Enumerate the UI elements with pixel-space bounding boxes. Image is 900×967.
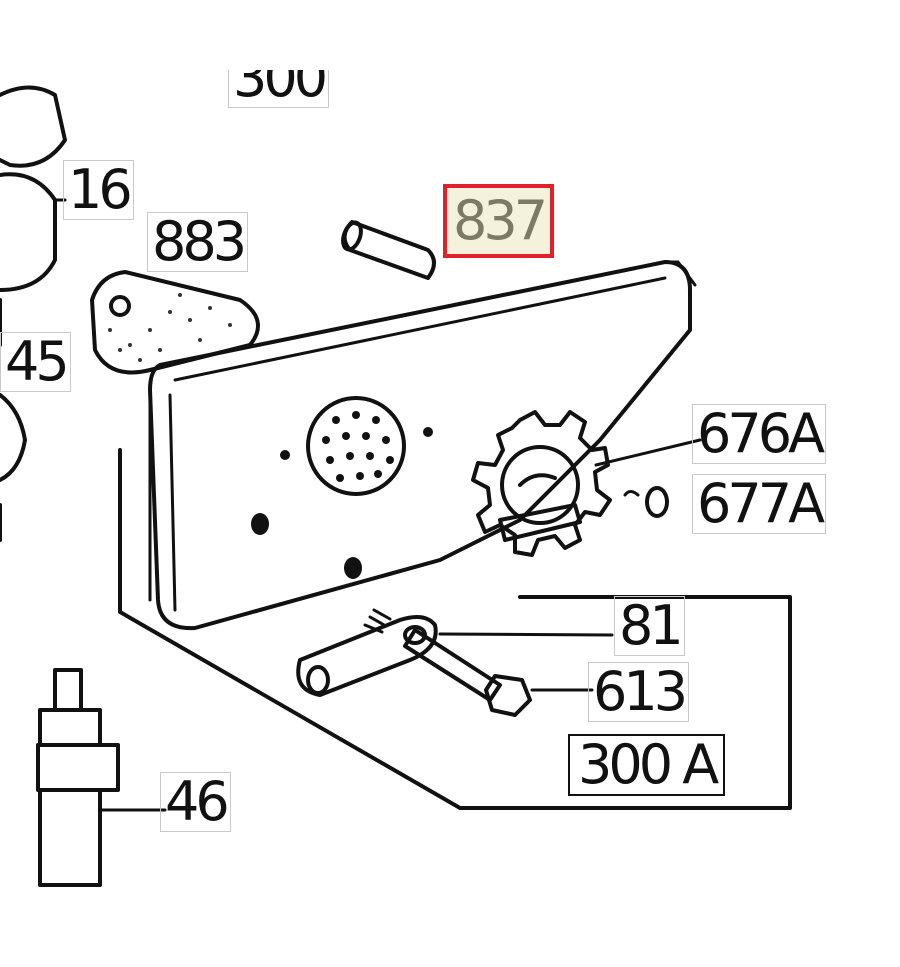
muffler-body: [148, 260, 697, 631]
callout-613: 613: [588, 662, 690, 722]
callout-16: 16: [63, 160, 134, 220]
tube-part: [36, 668, 120, 887]
callout-81: 81: [614, 596, 685, 656]
leader-lines: [53, 198, 702, 812]
pin-part: [341, 220, 436, 280]
callout-676a: 676A: [692, 404, 827, 464]
callout-300a: 300 A: [568, 734, 726, 796]
gasket-part: [90, 270, 260, 375]
washer-part: [623, 486, 669, 518]
callout-677a: 677A: [692, 474, 827, 534]
engine-fragment-left: [0, 85, 67, 542]
callout-883: 883: [147, 212, 249, 272]
bracket-part: [118, 448, 792, 810]
link-and-bolt: [296, 608, 532, 717]
callout-46: 46: [160, 772, 231, 832]
callout-300-partial: 300: [228, 70, 330, 108]
gear-cap-part: [471, 410, 612, 557]
callout-837-highlighted: 837: [443, 184, 555, 258]
callout-45: 45: [0, 332, 71, 392]
